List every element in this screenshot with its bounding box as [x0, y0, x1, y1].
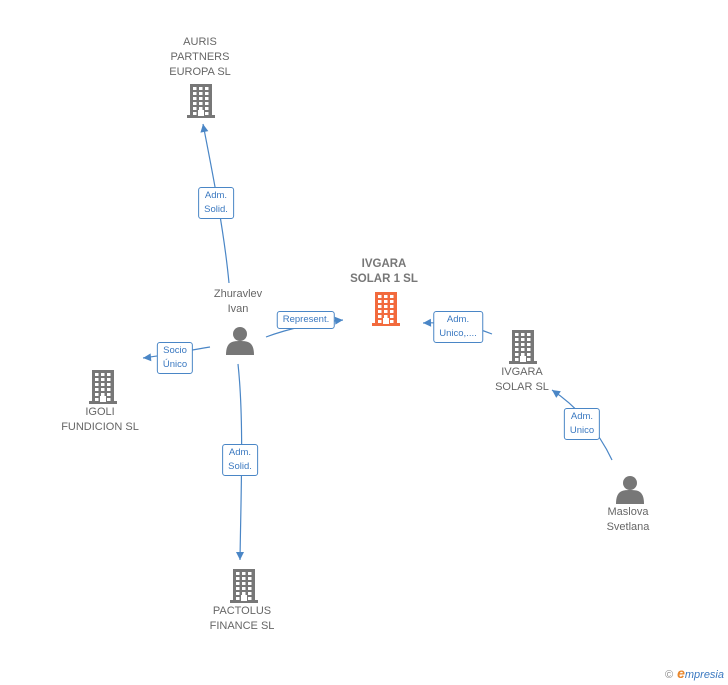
- brand-name: mpresia: [684, 669, 724, 681]
- arrow-head-icon: [200, 124, 209, 133]
- arrow-head-icon: [236, 552, 244, 560]
- node-label-auris[interactable]: AURIS PARTNERS EUROPA SL: [169, 36, 231, 78]
- arrow-head-icon: [552, 390, 561, 398]
- person-icon[interactable]: [226, 327, 254, 355]
- node-label-zhuravlev[interactable]: Zhuravlev Ivan: [213, 288, 263, 315]
- node-label-maslova[interactable]: Maslova Svetlana: [606, 506, 650, 533]
- brand-logo-initial: e: [677, 665, 685, 681]
- node-label-igoli[interactable]: IGOLI FUNDICION SL: [61, 406, 139, 433]
- building-icon-focus[interactable]: [372, 292, 400, 326]
- edge-label[interactable]: Adm. Solid.: [222, 444, 258, 476]
- arrow-head-icon: [143, 353, 152, 362]
- building-icon[interactable]: [509, 330, 537, 364]
- edge-label[interactable]: Socio Único: [156, 342, 194, 374]
- edge-label[interactable]: Represent.: [276, 311, 336, 329]
- building-icon[interactable]: [187, 84, 215, 118]
- edge-label[interactable]: Adm. Solid.: [198, 187, 234, 219]
- person-icon[interactable]: [616, 476, 644, 504]
- building-icon[interactable]: [89, 370, 117, 404]
- node-label-pactolus[interactable]: PACTOLUS FINANCE SL: [209, 605, 275, 632]
- node-label-ivgara[interactable]: IVGARA SOLAR SL: [495, 366, 549, 393]
- building-icon[interactable]: [230, 569, 258, 603]
- edge-label[interactable]: Adm. Unico: [563, 408, 601, 440]
- edge-label[interactable]: Adm. Unico,....: [433, 311, 483, 343]
- brand-watermark: ©empresia: [665, 665, 724, 681]
- arrow-head-icon: [334, 316, 343, 325]
- copyright-symbol: ©: [664, 669, 674, 681]
- node-label-ivgara1[interactable]: IVGARA SOLAR 1 SL: [350, 258, 418, 285]
- arrow-head-icon: [423, 318, 432, 327]
